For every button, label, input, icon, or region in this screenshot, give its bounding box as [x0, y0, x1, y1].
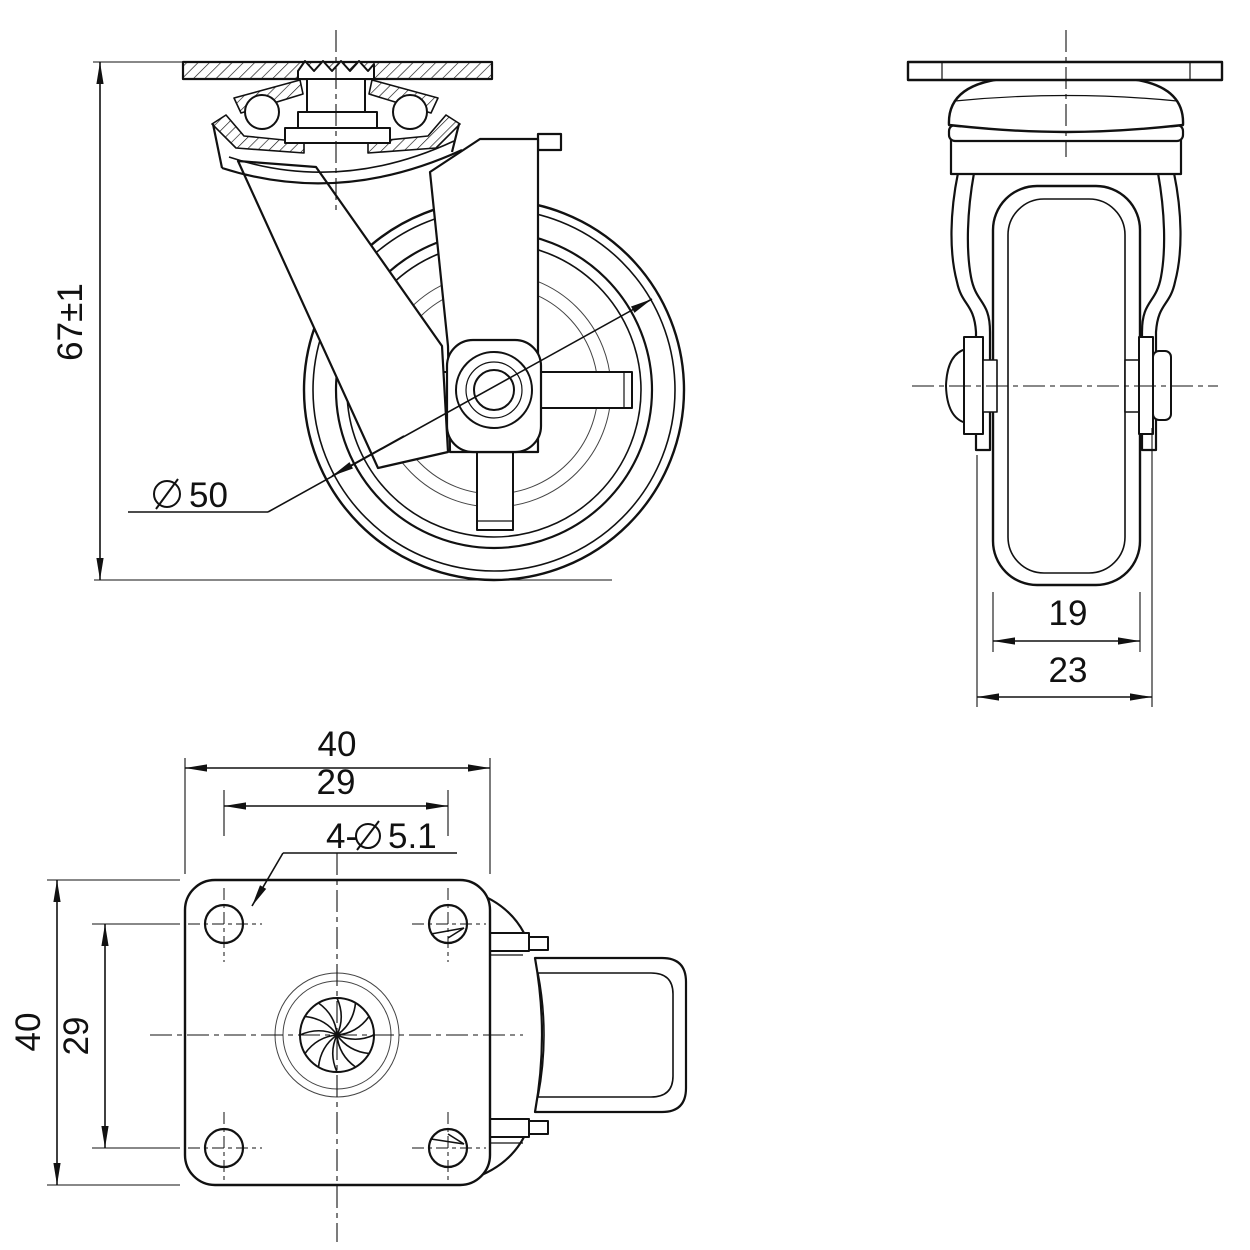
dim-label-plate-width: 40 [318, 725, 357, 764]
callout-bolt-holes: 4- 5.1 [251, 817, 457, 907]
front-view: 67±1 50 [51, 30, 686, 582]
dim-label-bolt-spacing-v: 29 [57, 1017, 96, 1056]
side-top-plate [906, 60, 1224, 82]
diameter-symbol [153, 478, 181, 510]
dim-plate-width: 40 [184, 725, 491, 874]
front-swivel-bearing-section [181, 60, 494, 185]
dim-overall-height: 67±1 [51, 61, 188, 580]
dim-plate-depth: 40 [9, 879, 180, 1186]
dim-wheel-width: 19 [992, 592, 1141, 652]
dim-wheel-diameter: 50 [128, 298, 653, 515]
callout-count-prefix: 4- [326, 817, 357, 856]
bottom-wheel [533, 956, 688, 1114]
bottom-view-centerlines [150, 853, 523, 1242]
bearing-ball-left [244, 94, 280, 130]
dim-label-fork-width: 23 [1049, 651, 1088, 690]
dim-bolt-spacing-v: 29 [57, 923, 180, 1149]
side-view: 19 23 [906, 30, 1224, 707]
front-wheel-hub [455, 351, 533, 429]
kingpin-assembly [284, 60, 391, 144]
dim-label-overall-height: 67±1 [51, 283, 90, 361]
dim-bolt-spacing-h: 29 [223, 763, 449, 836]
bearing-ball-right [392, 94, 428, 130]
dim-fork-width: 23 [976, 428, 1153, 707]
bottom-fork-bracket [470, 889, 549, 1181]
dim-label-wheel-diameter: 50 [189, 476, 228, 515]
callout-hole-diameter: 5.1 [388, 817, 437, 856]
dim-label-plate-depth: 40 [9, 1013, 48, 1052]
diameter-symbol [355, 820, 381, 851]
dim-label-bolt-spacing-h: 29 [317, 763, 356, 802]
side-swivel-head [906, 60, 1224, 176]
bottom-plate-view: 40 29 4- 5.1 40 [9, 725, 688, 1242]
dim-label-wheel-width: 19 [1049, 594, 1088, 633]
